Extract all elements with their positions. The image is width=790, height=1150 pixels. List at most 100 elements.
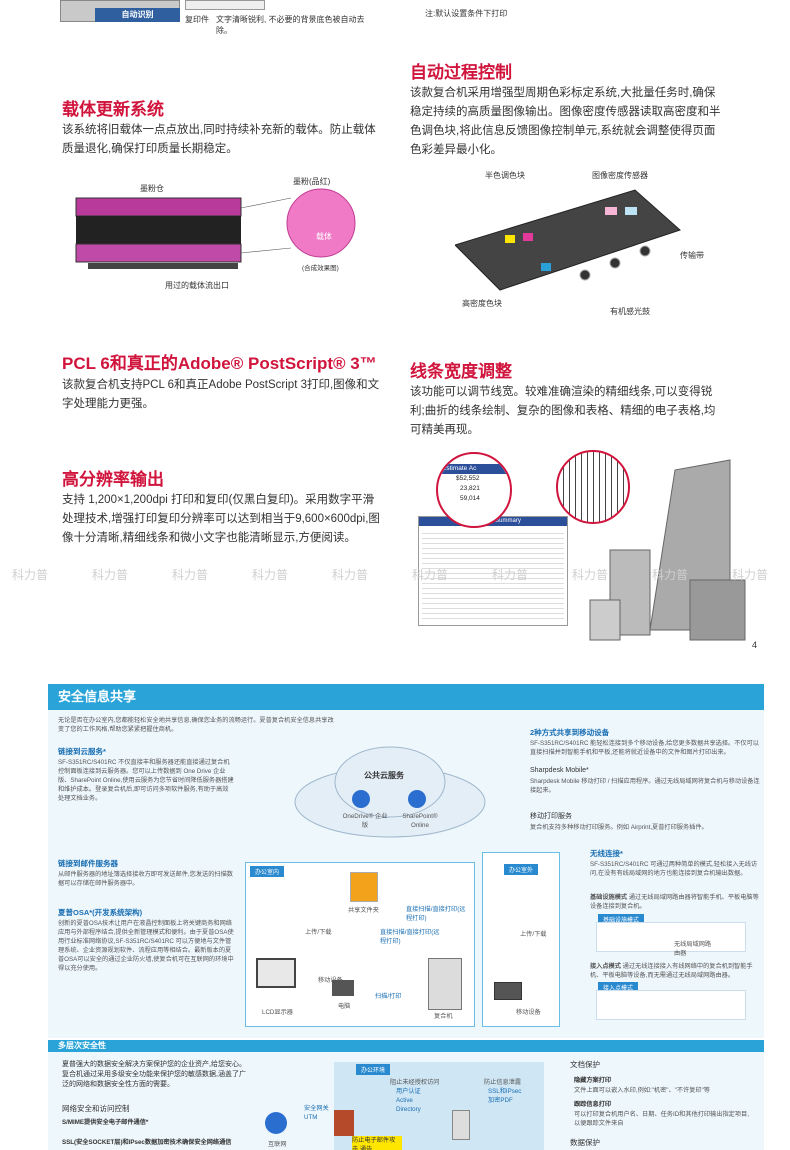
share-folder-label: 共享文件夹 — [348, 907, 379, 914]
office-out-tag: 办公室外 — [504, 864, 539, 875]
cloud-shape — [294, 746, 486, 838]
cloud-title: 链接到云服务* — [58, 747, 106, 756]
basic-mode-body: 通过无线局域网路由器将智能手机、平板电脑等设备连接到复合机。 — [590, 894, 759, 910]
hires-body: 支持 1,200×1,200dpi 打印和复印(仅黑白复印)。采用数字平滑处理技… — [62, 494, 380, 544]
magnify-circle: Estimate Ac $52,552 23,821 59,014 — [436, 452, 512, 528]
smime-item: S/MIME提供安全电子邮件通信* — [62, 1119, 149, 1126]
auto-process-body: 该款复合机采用增强型周期色彩标定系统,大批量任务时,确保稳定持续的高质量图像输出… — [410, 87, 721, 156]
mobile-label-1: 移动设备 — [318, 977, 343, 984]
mobile-print-title: 移动打印服务 — [530, 813, 572, 820]
line-width-body: 该功能可以调节线宽。较难准确渲染的精细线条,可以变得锐利;曲折的线条绘制、复杂的… — [410, 386, 716, 436]
ap-mode-text: 接入点模式 通过无线连接接入有线网络中的复合机到智能手机、平板电脑等设备,而无需… — [590, 962, 762, 980]
watermark: 科力普 — [492, 568, 529, 582]
office-in-tag: 办公室内 — [250, 866, 285, 877]
firewall-icon — [334, 1110, 354, 1136]
auto-process-title: 自动过程控制 — [410, 63, 512, 82]
doc-protect-title: 文档保护 — [570, 1060, 600, 1069]
composite-label: (合成效果图) — [302, 265, 339, 272]
mobile-label-2: 移动设备 — [516, 1009, 541, 1016]
mail-title: 链接到邮件服务器 — [58, 859, 118, 868]
trace-body: 可以打印复合机用户名、日期、任务ID和其他打印输出指定项目,以便跟踪文件来自 — [574, 1111, 749, 1127]
toner-label: 墨粉(品红) — [293, 177, 331, 186]
direct-scan-label-1: 直接扫描/直接打印(远程打印) — [406, 906, 466, 922]
col-ac: Ac — [468, 465, 477, 472]
laptop-icon — [494, 982, 522, 1000]
basic-mode-label: 基础设施模式 — [590, 894, 628, 901]
public-cloud-label: 公共云服务 — [364, 771, 404, 780]
direct-scan-label-2: 直接扫描/直接打印(远程打印) — [380, 929, 440, 945]
mobile-print-body: 复合机支持多种移动打印服务。例如 Airprint,夏普打印服务插件。 — [530, 824, 708, 831]
multi-security-band: 多层次安全性 — [48, 1040, 764, 1052]
hidden-print-body: 文件上面可以嵌入水印,例如:"机密"、"不许复印"等 — [574, 1087, 710, 1094]
security-intro: 无论是否在办公室内,您都能轻松安全地共享信息,确保您业务的流畅运行。夏普复合机安… — [58, 717, 334, 733]
fw2-label: 防止信息泄露 — [484, 1079, 522, 1086]
halftone-label: 半色调色块 — [485, 171, 525, 180]
basic-mode-figure — [596, 922, 746, 952]
onedrive-label: OneDrive® 企业版 — [342, 813, 388, 829]
scan-print-label: 扫描/打印 — [375, 993, 402, 1000]
high-density-label: 高密度色块 — [462, 299, 502, 308]
globe-icon — [265, 1112, 287, 1134]
onedrive-icon — [352, 790, 370, 808]
carrier-title: 载体更新系统 — [62, 100, 164, 119]
print-note: 注:默认设置条件下打印 — [425, 9, 508, 18]
drum-label: 有机感光鼓 — [610, 307, 650, 316]
grid-magnify — [556, 450, 630, 524]
copy-label: 复印件 — [185, 15, 209, 24]
page-number: 4 — [752, 640, 758, 650]
sharpdesk-title: Sharpdesk Mobile* — [530, 767, 589, 774]
lcd-label: LCD显示器 — [262, 1009, 293, 1016]
multi-body: 夏普强大的数据安全解决方案保护您的企业资产,给您安心。复合机通过采用多级安全功能… — [62, 1061, 246, 1088]
wireless-title: 无线连接* — [590, 849, 623, 858]
mobile-share-body: SF-S351RC/S401RC 能轻松连接到多个移动设备,给您更多数据共享选择… — [530, 740, 759, 756]
office-env-tag: 办公环境 — [356, 1064, 391, 1075]
watermark: 科力普 — [92, 568, 129, 582]
auth-label: 用户认证 Active Directory — [396, 1088, 421, 1113]
utm-label: 安全网关 UTM — [304, 1105, 329, 1121]
auto-id-label: 自动识别 — [95, 8, 180, 22]
office-env-box — [334, 1062, 544, 1150]
mail-filter-label: 防止电子邮件攻击,通告 — [352, 1136, 402, 1150]
ssl-item: SSL(安全SOCKET层)和IPsec数据加密技术确保安全网络通信 — [62, 1139, 232, 1146]
data-protect-title: 数据保护 — [570, 1138, 600, 1147]
security-band: 安全信息共享 — [48, 684, 764, 710]
val-1: $52,552 — [456, 475, 480, 482]
val-3: 59,014 — [460, 495, 480, 502]
sharpdesk-body: Sharpdesk Mobile 移动打印 / 扫描应用程序。通过无线局域网将复… — [530, 778, 760, 794]
fw1-label: 阻止未经授权访问 — [390, 1079, 440, 1086]
mfp-icon — [428, 958, 462, 1010]
toner-bin-label: 墨粉仓 — [140, 184, 164, 193]
col-estimate: Estimate — [442, 465, 468, 472]
upload-label-1: 上传/下载 — [305, 929, 332, 936]
cloud-body: SF-S351RC/S401RC 不仅直接丰和服务器还能直接通过复合机控制面板连… — [58, 759, 234, 802]
copy-caption: 文字清晰锐利, 不必要的背景底色被自动去除。 — [216, 15, 365, 35]
mobile-share-title: 2种方式共享到移动设备 — [530, 728, 610, 737]
lcd-display — [256, 958, 296, 988]
watermark: 科力普 — [172, 568, 209, 582]
watermark: 科力普 — [652, 568, 689, 582]
osa-title: 夏普OSA*(开发系统架构) — [58, 908, 143, 917]
internet-label: 互联网 — [268, 1141, 287, 1148]
ap-mode-label: 接入点模式 — [590, 963, 621, 970]
pc-icon — [332, 980, 354, 996]
watermark: 科力普 — [412, 568, 449, 582]
hires-title: 高分辨率输出 — [62, 470, 164, 489]
ap-mode-body: 通过无线连接接入有线网络中的复合机到智能手机、平板电脑等设备,而无需通过无线局域… — [590, 963, 753, 979]
carrier-diagram — [75, 188, 356, 269]
sharepoint-label: SharePoint® Online — [402, 813, 438, 829]
outlet-label: 用过的载体流出口 — [165, 281, 229, 290]
building-illustration — [589, 459, 746, 641]
upload-label-2: 上传/下载 — [520, 931, 547, 938]
office-out-box — [482, 852, 560, 1027]
basic-mode-tag: 基础设施模式 — [598, 914, 645, 925]
mfp-label: 复合机 — [434, 1013, 453, 1020]
net-title: 网络安全和访问控制 — [62, 1104, 130, 1113]
watermark: 科力普 — [252, 568, 289, 582]
mfp-small-icon — [452, 1110, 470, 1140]
ap-mode-figure — [596, 990, 746, 1020]
watermark: 科力普 — [572, 568, 609, 582]
watermark: 科力普 — [12, 568, 49, 582]
basic-mode-text: 基础设施模式 通过无线局域网路由器将智能手机、平板电脑等设备连接到复合机。 — [590, 893, 762, 911]
pcl-title: PCL 6和真正的Adobe® PostScript® 3™ — [62, 354, 377, 373]
